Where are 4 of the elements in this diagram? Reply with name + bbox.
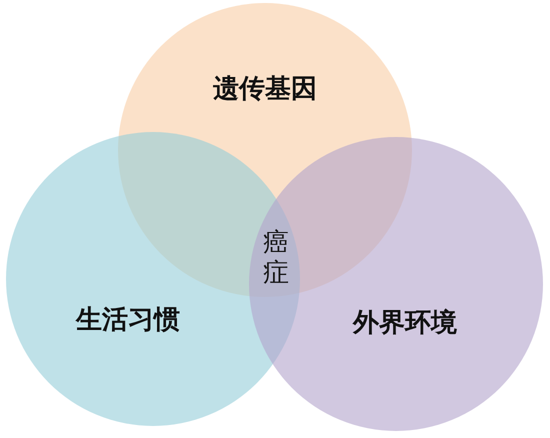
set-label: 遗传基因 bbox=[213, 74, 317, 104]
intersection-label: 癌症 bbox=[263, 228, 289, 288]
set-label: 生活习惯 bbox=[76, 305, 180, 335]
set-label: 外界环境 bbox=[353, 308, 457, 338]
